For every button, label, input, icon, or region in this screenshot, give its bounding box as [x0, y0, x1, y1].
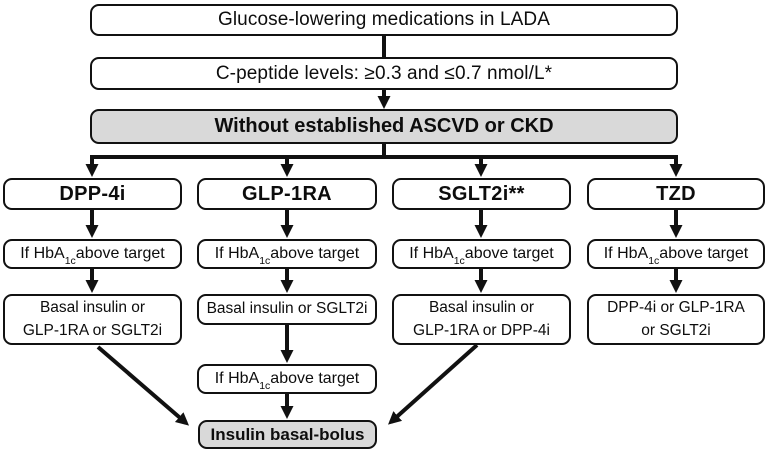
column-header-glp1ra-text: GLP-1RA: [242, 182, 332, 205]
column-header-tzd: TZD: [587, 178, 765, 210]
hba-subscript: 1c: [64, 254, 76, 267]
hba-suffix: above target: [464, 245, 554, 262]
hba-prefix: If HbA: [603, 245, 649, 262]
therapy-box-tzd: DPP-4i or GLP-1RA or SGLT2i: [587, 294, 765, 345]
hba-subscript: 1c: [648, 254, 660, 267]
therapy-line1: Basal insulin or: [428, 299, 535, 317]
final-text: Insulin basal-bolus: [210, 424, 365, 444]
column-header-glp1ra: GLP-1RA: [197, 178, 377, 210]
condition-box: Without established ASCVD or CKD: [90, 109, 678, 144]
title-text: Glucose-lowering medications in LADA: [217, 9, 551, 31]
therapy-box-dpp4i: Basal insulin or GLP-1RA or SGLT2i: [3, 294, 182, 345]
therapy-line2: GLP-1RA or DPP-4i: [413, 321, 550, 339]
hba-prefix: If HbA: [409, 245, 454, 262]
cpeptide-text: C-peptide levels: ≥0.3 and ≤0.7 nmol/L*: [215, 62, 553, 84]
column-header-dpp4i: DPP-4i: [3, 178, 182, 210]
diagonal-arrow-sglt2i-to-final: [388, 343, 479, 425]
hba-suffix: above target: [270, 370, 360, 387]
hba-prefix: If HbA: [214, 370, 260, 387]
column-header-tzd-text: TZD: [656, 182, 696, 205]
therapy-line1: Basal insulin or: [39, 299, 146, 317]
therapy-line2: or SGLT2i: [641, 321, 711, 339]
diagonal-arrow-dpp4i-to-final: [96, 345, 190, 426]
hba-prefix: If HbA: [214, 245, 260, 262]
column-header-sglt2i: SGLT2i**: [392, 178, 571, 210]
hba-subscript: 1c: [259, 254, 271, 267]
therapy-box-glp1ra: Basal insulin or SGLT2i: [197, 294, 377, 325]
therapy-box-sglt2i: Basal insulin or GLP-1RA or DPP-4i: [392, 294, 571, 345]
hba-prefix: If HbA: [20, 245, 65, 262]
hba-suffix: above target: [270, 245, 360, 262]
final-box-insulin-basal-bolus: Insulin basal-bolus: [198, 420, 377, 449]
hba-subscript: 1c: [259, 379, 271, 392]
therapy-line1: Basal insulin or SGLT2i: [206, 300, 368, 318]
hba-suffix: above target: [659, 245, 749, 262]
hba-suffix: above target: [75, 245, 165, 262]
therapy-line1: DPP-4i or GLP-1RA: [607, 299, 745, 317]
therapy-line2: GLP-1RA or SGLT2i: [22, 321, 163, 339]
condition-text: Without established ASCVD or CKD: [214, 115, 554, 137]
hba-subscript: 1c: [453, 254, 465, 267]
column-header-sglt2i-text: SGLT2i**: [438, 182, 525, 205]
cpeptide-box: C-peptide levels: ≥0.3 and ≤0.7 nmol/L*: [90, 57, 678, 90]
title-box: Glucose-lowering medications in LADA: [90, 4, 678, 36]
column-header-dpp4i-text: DPP-4i: [59, 182, 126, 205]
